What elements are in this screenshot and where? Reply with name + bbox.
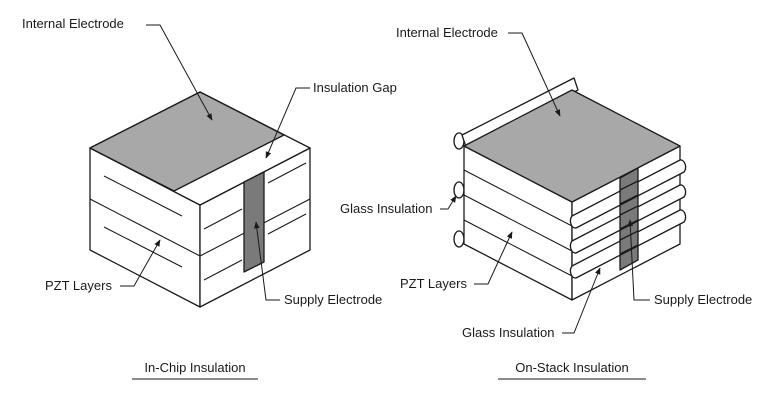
glass-rods-right xyxy=(569,159,687,279)
in-chip-supply-electrode xyxy=(243,171,265,273)
label-supply-electrode-left: Supply Electrode xyxy=(284,292,382,307)
glass-rod-left-2 xyxy=(453,181,465,199)
label-glass-insulation-bottom: Glass Insulation xyxy=(462,325,555,340)
caption-on-stack-insulation: On-Stack Insulation xyxy=(515,360,628,375)
in-chip-stack xyxy=(89,91,311,308)
on-stack-stack xyxy=(453,77,687,301)
caption-in-chip-insulation: In-Chip Insulation xyxy=(144,360,245,375)
label-pzt-layers-right: PZT Layers xyxy=(400,276,467,291)
label-glass-insulation-side: Glass Insulation xyxy=(340,201,433,216)
label-supply-electrode-right: Supply Electrode xyxy=(654,292,752,307)
label-insulation-gap: Insulation Gap xyxy=(313,80,397,95)
label-internal-electrode-left: Internal Electrode xyxy=(22,16,124,31)
label-internal-electrode-right: Internal Electrode xyxy=(396,25,498,40)
in-chip-top-electrode xyxy=(89,91,285,192)
glass-rod-left-3 xyxy=(453,230,465,248)
label-pzt-layers-left: PZT Layers xyxy=(45,278,112,293)
